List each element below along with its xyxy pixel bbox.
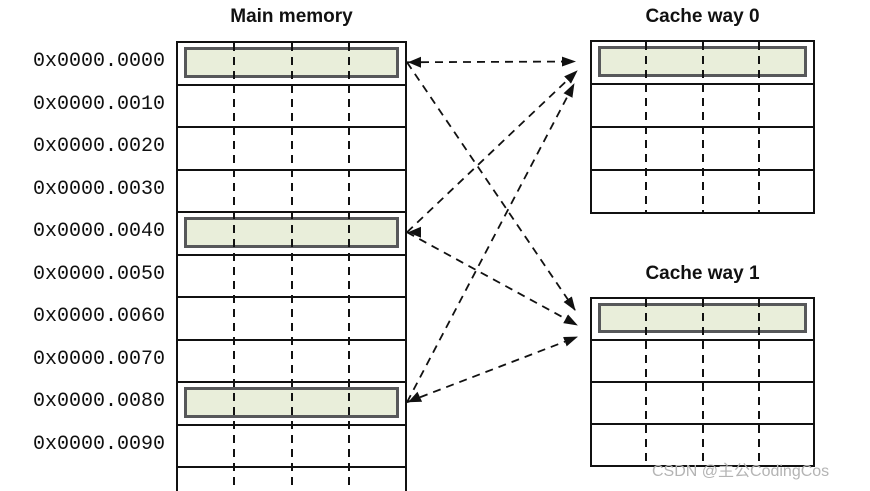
table-column-divider-dashed bbox=[701, 42, 704, 212]
table-border-right bbox=[813, 40, 815, 214]
table-column-divider-dashed bbox=[348, 43, 351, 489]
memory-side-arrowhead bbox=[408, 391, 423, 403]
table-border-left bbox=[590, 40, 592, 214]
table-column-divider-dashed bbox=[645, 42, 648, 212]
cache-way-1-title: Cache way 1 bbox=[645, 263, 760, 284]
mapping-arrow bbox=[406, 70, 578, 233]
mapping-arrow bbox=[406, 336, 578, 404]
memory-address-label: 0x0000.0070 bbox=[32, 347, 165, 371]
table-column-divider-dashed bbox=[645, 299, 648, 465]
mapping-arrow bbox=[406, 61, 576, 311]
table-border-left bbox=[176, 41, 178, 491]
cache-way-0-table bbox=[590, 40, 815, 214]
table-border-right bbox=[813, 297, 815, 467]
table-column-divider-dashed bbox=[290, 43, 293, 489]
main-memory-title: Main memory bbox=[230, 6, 353, 27]
watermark: CSDN @主公CodingCos bbox=[652, 463, 830, 480]
table-border-left bbox=[590, 297, 592, 467]
mapping-arrow bbox=[406, 83, 575, 403]
table-column-divider-dashed bbox=[701, 299, 704, 465]
main-memory-table bbox=[176, 41, 407, 491]
memory-address-label: 0x0000.0050 bbox=[32, 262, 165, 286]
table-column-divider-dashed bbox=[757, 299, 760, 465]
table-column-divider-dashed bbox=[757, 42, 760, 212]
table-border-top bbox=[590, 297, 815, 299]
table-border-top bbox=[590, 40, 815, 42]
table-border-top bbox=[176, 41, 407, 43]
memory-address-label: 0x0000.0000 bbox=[32, 50, 165, 74]
mapping-arrow bbox=[406, 231, 578, 326]
cache-way-1-table bbox=[590, 297, 815, 467]
table-border-bottom bbox=[590, 212, 815, 214]
table-border-bottom bbox=[590, 465, 815, 467]
memory-address-label: 0x0000.0090 bbox=[32, 432, 165, 456]
mapping-arrow bbox=[406, 56, 576, 67]
table-column-divider-dashed bbox=[232, 43, 235, 489]
memory-address-label: 0x0000.0010 bbox=[32, 92, 165, 116]
memory-address-label: 0x0000.0080 bbox=[32, 390, 165, 414]
memory-address-label: 0x0000.0020 bbox=[32, 135, 165, 159]
memory-address-label: 0x0000.0040 bbox=[32, 220, 165, 244]
memory-side-arrowhead bbox=[408, 56, 421, 68]
cache-way-0-title: Cache way 0 bbox=[645, 6, 760, 27]
memory-address-label: 0x0000.0060 bbox=[32, 305, 165, 329]
table-border-right bbox=[405, 41, 407, 491]
memory-side-arrowhead bbox=[408, 226, 421, 238]
memory-address-label: 0x0000.0030 bbox=[32, 177, 165, 201]
